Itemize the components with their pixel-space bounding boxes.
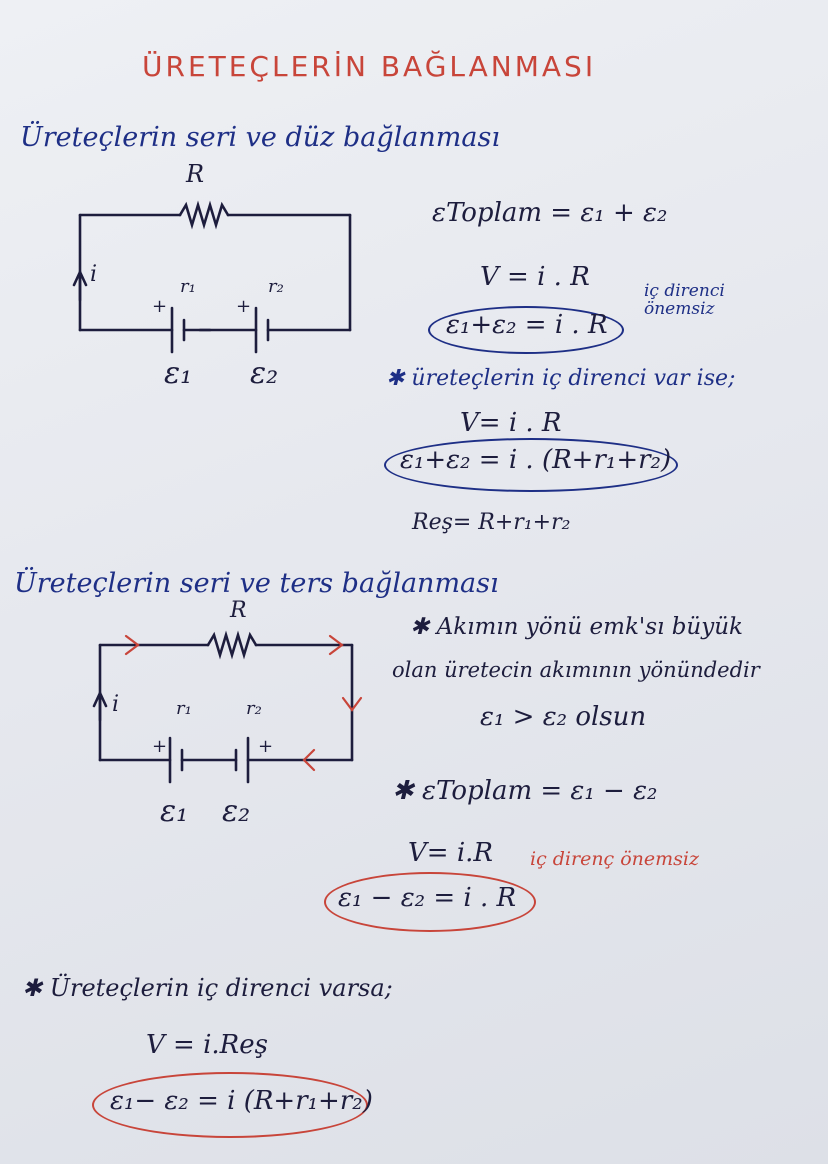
r2-label: r₂ <box>268 276 284 297</box>
resistor-label: R <box>186 160 205 188</box>
formula-v: V = i . R <box>480 262 590 292</box>
e1-label-2: ε₁ <box>160 794 189 829</box>
direction-note-line1: ✱ Akımın yönü emk'sı büyük <box>410 614 743 640</box>
battery4-plus: + <box>258 736 274 757</box>
formula-boxed-2: ε₁+ε₂ = i . (R+r₁+r₂) <box>400 445 672 475</box>
series-circuit-diagram <box>72 200 352 354</box>
formula-v-reverse: V= i.R <box>408 838 493 868</box>
side-note-2: iç direnç önemsiz <box>530 848 700 870</box>
battery3-plus: + <box>152 736 168 757</box>
side-note-1: iç direnci önemsiz <box>644 281 725 319</box>
resistor2-label: R <box>230 598 247 623</box>
current2-label: i <box>112 692 120 717</box>
red-arrow-top-right <box>328 634 344 656</box>
direction-note-line2: olan üretecin akımının yönündedir <box>392 658 760 682</box>
red-arrow-bottom <box>302 748 316 772</box>
r1-label-2: r₁ <box>176 698 192 719</box>
section2-heading: Üreteçlerin seri ve ters bağlanması <box>14 568 499 599</box>
e2-label-2: ε₂ <box>222 794 251 829</box>
formula-ellipse-1 <box>428 306 624 354</box>
page-title: ÜRETEÇLERİN BAĞLANMASI <box>142 50 597 83</box>
formula-total-series: εToplam = ε₁ + ε₂ <box>432 198 668 228</box>
red-arrow-top-left <box>124 634 140 656</box>
formula-ellipse-4 <box>92 1072 368 1138</box>
current-arrow-head <box>72 268 88 287</box>
formula-ellipse-2 <box>384 438 678 492</box>
e2-label: ε₂ <box>250 356 279 391</box>
resistor2-zigzag <box>206 630 258 660</box>
formula-total-reverse: ✱ εToplam = ε₁ − ε₂ <box>392 776 658 806</box>
formula-v2: V= i . R <box>460 408 562 438</box>
formula-ellipse-3 <box>324 872 536 932</box>
current-label: i <box>90 262 98 287</box>
e1-label: ε₁ <box>164 356 193 391</box>
section1-heading: Üreteçlerin seri ve düz bağlanması <box>20 122 500 153</box>
internal-note-2: ✱ Üreteçlerin iç direnci varsa; <box>22 974 393 1002</box>
formula-req: Reş= R+r₁+r₂ <box>412 510 571 535</box>
red-arrow-right <box>341 696 363 712</box>
formula-v2-reverse: V = i.Reş <box>146 1030 268 1060</box>
resistor-zigzag <box>178 200 230 230</box>
condition-text: ε₁ > ε₂ olsun <box>480 702 647 732</box>
r2-label-2: r₂ <box>246 698 262 719</box>
current2-arrow-head <box>92 689 108 708</box>
battery2-plus: + <box>236 296 252 317</box>
internal-note-1: ✱ üreteçlerin iç direnci var ise; <box>386 366 736 391</box>
formula-boxed-reverse-2: ε₁− ε₂ = i (R+r₁+r₂) <box>110 1086 373 1116</box>
r1-label: r₁ <box>180 276 196 297</box>
formula-boxed-1: ε₁+ε₂ = i . R <box>446 310 608 340</box>
reverse-circuit-diagram <box>92 630 363 784</box>
battery1-plus: + <box>152 296 168 317</box>
formula-boxed-reverse: ε₁ − ε₂ = i . R <box>338 883 517 913</box>
